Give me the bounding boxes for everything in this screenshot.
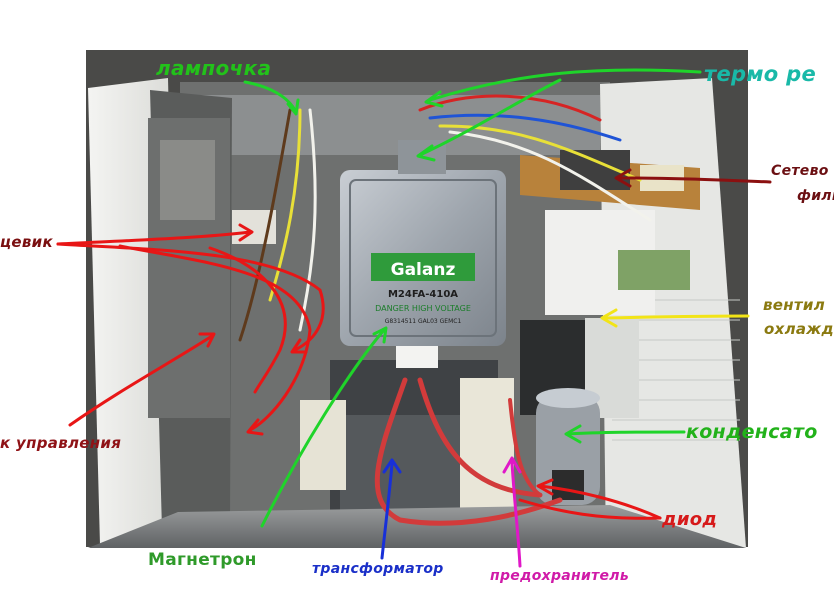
arrow-net-filter — [616, 176, 772, 184]
label-thermo-relay: термо ре — [704, 62, 817, 86]
magnetron-label-plate — [371, 253, 475, 281]
arrow-capacitor — [566, 430, 686, 436]
serial-text: G8314511 GAL03 GEMC1 — [385, 318, 462, 325]
label-magnetron: Магнетрон — [148, 550, 257, 570]
arrow-thermo-2 — [418, 78, 562, 157]
arrow-lamp — [243, 80, 298, 114]
floor — [88, 505, 746, 548]
label-diode: диод — [662, 509, 718, 530]
arrow-magnetron — [260, 328, 386, 528]
arrow-transformer — [380, 462, 394, 560]
arrow-diode-1 — [538, 484, 662, 520]
label-fan-2: охлажд — [764, 320, 834, 338]
arrow-switch-1 — [56, 230, 252, 246]
label-switch: цевик — [0, 233, 53, 251]
label-capacitor: конденсато — [686, 421, 818, 443]
warning-text: DANGER HIGH VOLTAGE — [375, 304, 471, 313]
label-net-filter-1: Сетево — [771, 163, 829, 179]
annotation-arrows — [56, 68, 772, 568]
label-fuse: предохранитель — [490, 568, 630, 584]
label-net-filter-2: фильтр — [797, 188, 834, 204]
arrow-fuse — [510, 460, 522, 568]
model-text: M24FA-410A — [388, 289, 458, 300]
arrow-thermo-1 — [428, 68, 702, 102]
label-control: к управления — [0, 434, 122, 452]
arrow-switch-4 — [208, 246, 287, 394]
arrow-control — [68, 334, 214, 427]
arrow-fan — [602, 314, 750, 320]
label-lamp: лампочка — [156, 56, 272, 80]
label-fan-1: вентил — [763, 296, 826, 314]
arrow-switch-3 — [118, 244, 312, 432]
label-transformer: трансформатор — [312, 561, 444, 577]
brand-text: Galanz — [391, 260, 456, 280]
arrow-diode-2 — [518, 498, 662, 520]
